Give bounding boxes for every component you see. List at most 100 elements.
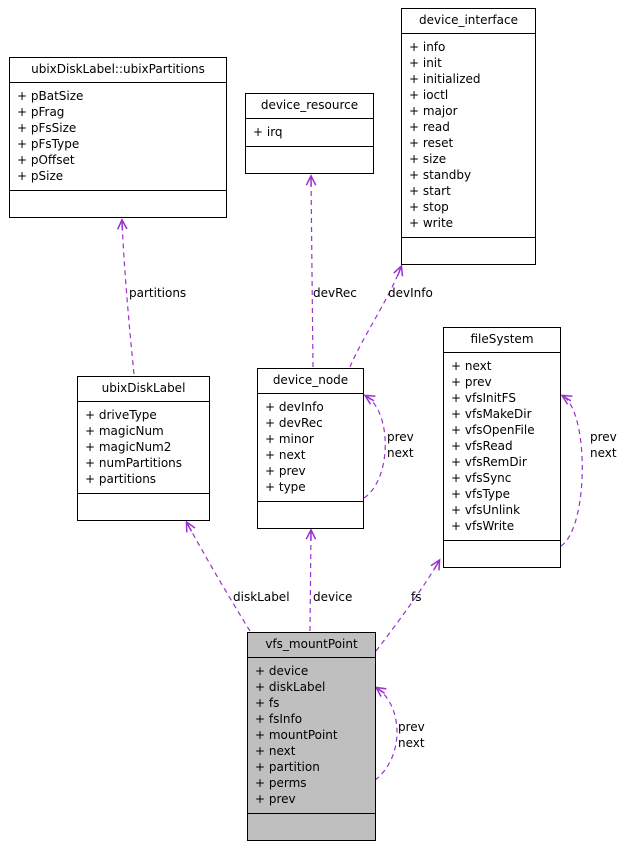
class-field: + numPartitions	[85, 456, 183, 470]
class-field-list: + devInfo + devRec + minor + next + prev + ty…	[258, 394, 363, 501]
class-field: + vfsWrite	[451, 519, 515, 533]
class-title: ubixDiskLabel::ubixPartitions	[10, 58, 226, 83]
class-field: + major	[409, 104, 458, 118]
class-box-vfs-mountpoint[interactable]: vfs_mountPoint + device+ diskLabel+ fs+ …	[247, 632, 376, 841]
class-title: fileSystem	[444, 328, 560, 353]
class-field-list: + next + prev + vfsInitFS + vfsMakeDir + vfs…	[444, 353, 560, 540]
class-empty-compartment	[78, 493, 209, 520]
class-field: + vfsType	[451, 487, 511, 501]
class-field: + prev	[255, 792, 296, 806]
class-empty-compartment	[258, 501, 363, 528]
class-field: + write	[409, 216, 454, 230]
class-box-device-node[interactable]: device_node + devInfo + devRec + minor + ne…	[257, 368, 364, 529]
class-field: + ioctl	[409, 88, 449, 102]
class-field: + prev	[451, 375, 492, 389]
class-field: + vfsMakeDir	[451, 407, 532, 421]
class-field: + magicNum2	[85, 440, 172, 454]
class-field: + next	[255, 744, 296, 758]
class-field: + info	[409, 40, 446, 54]
class-box-device-interface[interactable]: device_interface + info + init + initializ…	[401, 8, 536, 265]
class-field-list: + info + init + initialized + ioctl + major +…	[402, 34, 535, 237]
class-field-list: + driveType + magicNum + magicNum2 + numPar…	[78, 402, 209, 493]
class-field: + partition	[255, 760, 320, 774]
class-title: device_interface	[402, 9, 535, 34]
class-field: + initialized	[409, 72, 481, 86]
edge-label-devinfo: devInfo	[388, 286, 433, 300]
edge-label-filesystem-prev: prev	[590, 430, 617, 444]
class-field: + pFsSize	[17, 121, 77, 135]
class-empty-compartment	[444, 540, 560, 567]
class-title: device_node	[258, 369, 363, 394]
class-field: + irq	[253, 125, 283, 139]
class-field: + standby	[409, 168, 472, 182]
edge-label-devrec: devRec	[313, 286, 357, 300]
class-field: + init	[409, 56, 442, 70]
class-field: + vfsSync	[451, 471, 512, 485]
class-field: + minor	[265, 432, 314, 446]
class-field: + device	[255, 664, 309, 678]
class-field-list: + pBatSize + pFrag + pFsSize + pFsType + pOf…	[10, 83, 226, 190]
edge-label-disklabel: diskLabel	[233, 590, 290, 604]
class-field: + type	[265, 480, 306, 494]
class-field: + read	[409, 120, 450, 134]
class-title: device_resource	[246, 94, 373, 119]
class-field: + devInfo	[265, 400, 324, 414]
class-field: + prev	[265, 464, 306, 478]
class-field: + fs	[255, 696, 280, 710]
edge-devinfo	[349, 264, 404, 368]
class-field: + devRec	[265, 416, 323, 430]
class-field: + reset	[409, 136, 454, 150]
class-field: + vfsUnlink	[451, 503, 521, 517]
edge-fs	[375, 558, 441, 652]
edge-label-device-node-prev: prev	[387, 430, 414, 444]
class-field-list: + irq	[246, 119, 373, 146]
class-field: + driveType	[85, 408, 157, 422]
edge-label-filesystem-next: next	[590, 446, 617, 460]
edge-mountpoint-self-loop	[374, 686, 398, 781]
edge-devrec	[305, 174, 317, 368]
class-field: + pOffset	[17, 153, 75, 167]
edge-filesystem-self-loop	[560, 394, 583, 547]
class-box-ubixdisklabel[interactable]: ubixDiskLabel + driveType + magicNum + mag…	[77, 376, 210, 521]
class-field: + perms	[255, 776, 307, 790]
class-field: + partitions	[85, 472, 157, 486]
class-field: + fsInfo	[255, 712, 303, 726]
class-box-device-resource[interactable]: device_resource + irq	[245, 93, 374, 174]
class-field: + vfsInitFS	[451, 391, 516, 405]
class-box-filesystem[interactable]: fileSystem + next + prev + vfsInitFS + vfsM…	[443, 327, 561, 568]
edge-disklabel	[185, 520, 251, 632]
class-box-ubixpartitions[interactable]: ubixDiskLabel::ubixPartitions + pBatSize…	[9, 57, 227, 218]
class-field: + vfsOpenFile	[451, 423, 535, 437]
edge-label-mountpoint-prev: prev	[398, 720, 425, 734]
class-empty-compartment	[10, 190, 226, 217]
class-empty-compartment	[402, 237, 535, 264]
class-field: + mountPoint	[255, 728, 338, 742]
class-field: + size	[409, 152, 447, 166]
edge-label-mountpoint-next: next	[398, 736, 425, 750]
edge-label-device: device	[313, 590, 353, 604]
edge-label-partitions: partitions	[129, 286, 187, 300]
class-field: + pBatSize	[17, 89, 84, 103]
class-field: + vfsRead	[451, 439, 513, 453]
class-field: + start	[409, 184, 451, 198]
class-title: ubixDiskLabel	[78, 377, 209, 402]
class-field: + pFsType	[17, 137, 80, 151]
edge-label-device-node-next: next	[387, 446, 414, 460]
class-field: + pSize	[17, 169, 64, 183]
class-field: + next	[451, 359, 492, 373]
class-field: + diskLabel	[255, 680, 326, 694]
class-field: + magicNum	[85, 424, 164, 438]
class-field: + stop	[409, 200, 449, 214]
edge-partitions	[116, 218, 135, 375]
class-empty-compartment	[246, 146, 373, 173]
class-field: + vfsRemDir	[451, 455, 527, 469]
class-field: + pFrag	[17, 105, 65, 119]
edge-device-node-self-loop	[363, 394, 386, 499]
class-field-list: + device + diskLabel + fs + fsInfo + mountPo…	[248, 658, 375, 813]
class-field: + next	[265, 448, 306, 462]
class-empty-compartment	[248, 813, 375, 840]
class-title: vfs_mountPoint	[248, 633, 375, 658]
edge-device	[305, 528, 317, 632]
